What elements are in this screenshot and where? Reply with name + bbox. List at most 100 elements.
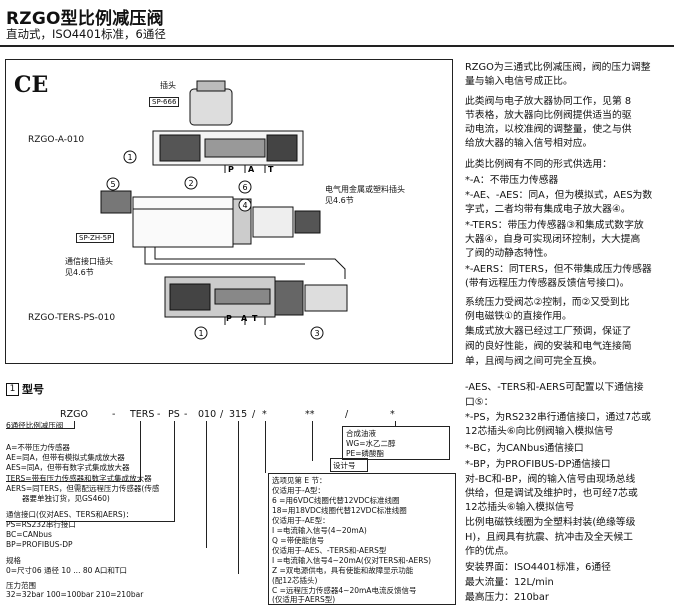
note-a: A=不带压力传感器: [6, 443, 70, 452]
desc-line-21: -AES、-TERS和-AERS可配置以下通信接: [465, 382, 644, 393]
note-bc: BC=CANbus: [6, 530, 52, 539]
line-ps-h: [6, 521, 175, 522]
line-ters: [140, 421, 141, 481]
upper-port-p: P: [228, 165, 234, 174]
desc-line-7: *-A：不带压力传感器: [465, 175, 559, 186]
desc-line-8: *-AE、-AES：同A，但为模拟式，AES为数: [465, 190, 653, 201]
desc-line-3: 节表格，放大器向比例阀提供适当的驱: [465, 110, 632, 121]
desc-line-31: H)，且阀具有抗震、抗冲击及全天候工: [465, 532, 633, 543]
desc-line-22: 口⑤：: [465, 397, 494, 408]
desc-line-23: *-PS，为RS232串行通信接口，通过7芯或: [465, 412, 651, 423]
model-label-ters: RZGO-TERS-PS-010: [28, 313, 116, 323]
option-line-11: C =远程压力传感器4~20mA电流反馈信号: [272, 586, 417, 595]
line-size: [206, 421, 207, 548]
note-aers: AERS=同TERS，但需配远程压力传感器(传感: [6, 484, 160, 493]
option-line-5: I =电流输入信号(4~20mA): [272, 526, 367, 535]
title-divider: [0, 45, 674, 47]
desc-line-24: 12芯插头⑥向比例阀输入模拟信号: [465, 426, 614, 437]
note-aers-2: 器要单独订货，见GS460): [22, 494, 110, 503]
desc-line-28: 供给，但是调试及维护时，也可经7芯或: [465, 488, 638, 499]
upper-valve: [152, 80, 304, 173]
code-design: **: [305, 409, 315, 420]
seal-title: 合成油液: [346, 429, 376, 438]
desc-line-16: 例电磁铁①的直接作用。: [465, 311, 572, 322]
design-box: [330, 458, 368, 472]
seal-box: [342, 426, 450, 460]
line-option: [265, 421, 266, 473]
option-line-0: 选项见第 E 节：: [272, 476, 327, 485]
code-option: *: [262, 409, 267, 420]
line-pressure: [238, 421, 239, 574]
note-bp: BP=PROFIBUS-DP: [6, 540, 73, 549]
note-ps: PS=RS232串行接口: [6, 520, 76, 529]
code-dash-1: -: [112, 409, 116, 420]
options-box: [268, 473, 456, 605]
desc-line-26: *-BP，为PROFIBUS-DP通信接口: [465, 459, 611, 470]
amplifier-body: [100, 190, 346, 279]
plug-code: SP-666: [149, 97, 180, 107]
desc-line-1: 量与输入电信号成正比。: [465, 76, 573, 87]
desc-line-32: 作的优点。: [465, 546, 514, 557]
option-line-2: 6 =用6VDC线圈代替12VDC标准线圈: [272, 496, 400, 505]
note-aes: AES=同A，但带有数字式集成放大器: [6, 463, 130, 472]
elec-plug-line2: 见4.6节: [325, 196, 354, 205]
valve-drawing: P A T P A T 1 2 5 6 1 3 4: [100, 80, 348, 340]
note-comm: 通信接口(仅对AES、TERS和AERS)：: [6, 510, 134, 519]
desc-line-6: 此类比例阀有不同的形式供选用：: [465, 159, 612, 170]
ce-mark: CE: [14, 72, 49, 98]
desc-line-35: 最高压力：210bar: [465, 592, 549, 603]
option-line-3: 18=用18VDC线圈代替12VDC标准线圈: [272, 506, 407, 515]
desc-line-18: 阀的良好性能，阀的安装和电气连接简: [465, 341, 632, 352]
code-dash-3: -: [184, 409, 188, 420]
model-label-a: RZGO-A-010: [28, 135, 85, 145]
lower-port-a: A: [241, 314, 248, 323]
valve-diagram: [5, 59, 453, 364]
desc-line-11: 大器④，自身可实现闭环控制，大大提高: [465, 234, 641, 245]
connector-code: SP-ZH-5P: [76, 233, 115, 243]
code-pressure: 315: [229, 409, 248, 420]
option-line-8: I =电流输入信号4~20mA(仅对TERS和-AERS): [272, 556, 432, 565]
comm-plug-line1: 通信接口插头: [65, 257, 113, 266]
elec-plug-line1: 电气用金属或塑料插头: [325, 185, 405, 194]
note-ae: AE=同A，但带有模拟式集成放大器: [6, 453, 125, 462]
line-rzgo: [74, 421, 75, 428]
design-number: 设计号: [333, 461, 356, 470]
desc-line-25: *-BC，为CANbus通信接口: [465, 443, 584, 454]
callout-6: 6: [242, 183, 247, 192]
lower-port-p: P: [226, 314, 232, 323]
desc-line-12: 了阀的动静态特性。: [465, 248, 554, 259]
desc-line-2: 此类阀与电子放大器协同工作，见第 8: [465, 96, 632, 107]
code-ps: PS: [168, 409, 180, 420]
callout-1-lower: 1: [198, 329, 203, 338]
option-line-12: (仅适用于AERS型): [272, 595, 336, 604]
desc-line-19: 单，且阀与阀之间可完全互换。: [465, 356, 603, 367]
desc-line-5: 给放大器的输入信号相对应。: [465, 138, 593, 149]
desc-line-9: 字式，二者均带有集成电子放大器④。: [465, 204, 631, 215]
desc-line-15: 系统压力受阀芯②控制，而②又受到比: [465, 297, 630, 308]
lower-valve: [164, 276, 348, 325]
desc-line-14: (带有远程压力传感器反馈信号接口)。: [465, 278, 630, 289]
plug-label: 插头: [160, 81, 176, 90]
callout-4: 4: [242, 201, 247, 210]
note-size: 0=尺寸06 通径 10 ... 80 A口和T口: [6, 566, 127, 575]
desc-line-10: *-TERS：带压力传感器③和集成式数字放: [465, 220, 644, 231]
line-design: [312, 421, 313, 461]
desc-line-34: 最大流量：12L/min: [465, 577, 554, 588]
desc-line-30: 比例电磁铁线圈为全塑料封装(绝缘等级: [465, 517, 636, 528]
note-6mm: 6通径比例减压阀: [6, 421, 64, 430]
option-line-7: 仅适用于-AES、-TERS和-AERS型: [272, 546, 387, 555]
desc-line-33: 安装界面：ISO4401标准，6通径: [465, 562, 611, 573]
upper-port-a: A: [248, 165, 255, 174]
option-line-6: Q =带使能信号: [272, 536, 325, 545]
callout-3: 3: [314, 329, 319, 338]
code-slash-1: /: [220, 409, 224, 420]
desc-line-29: 12芯插头⑥输入模拟信号: [465, 502, 575, 513]
desc-line-27: 对-BC和-BP，阀的输入信号由现场总线: [465, 474, 636, 485]
code-seal: *: [390, 409, 395, 420]
note-pressure: 32=32bar 100=100bar 210=210bar: [6, 590, 144, 599]
seal-line2: PE=磷酸酯: [346, 449, 385, 458]
section-number: 1: [6, 383, 19, 396]
lower-port-t: T: [252, 314, 258, 323]
note-ters: TERS=带有压力传感器和数字式集成放大器: [6, 474, 152, 483]
line-ps: [174, 421, 175, 521]
